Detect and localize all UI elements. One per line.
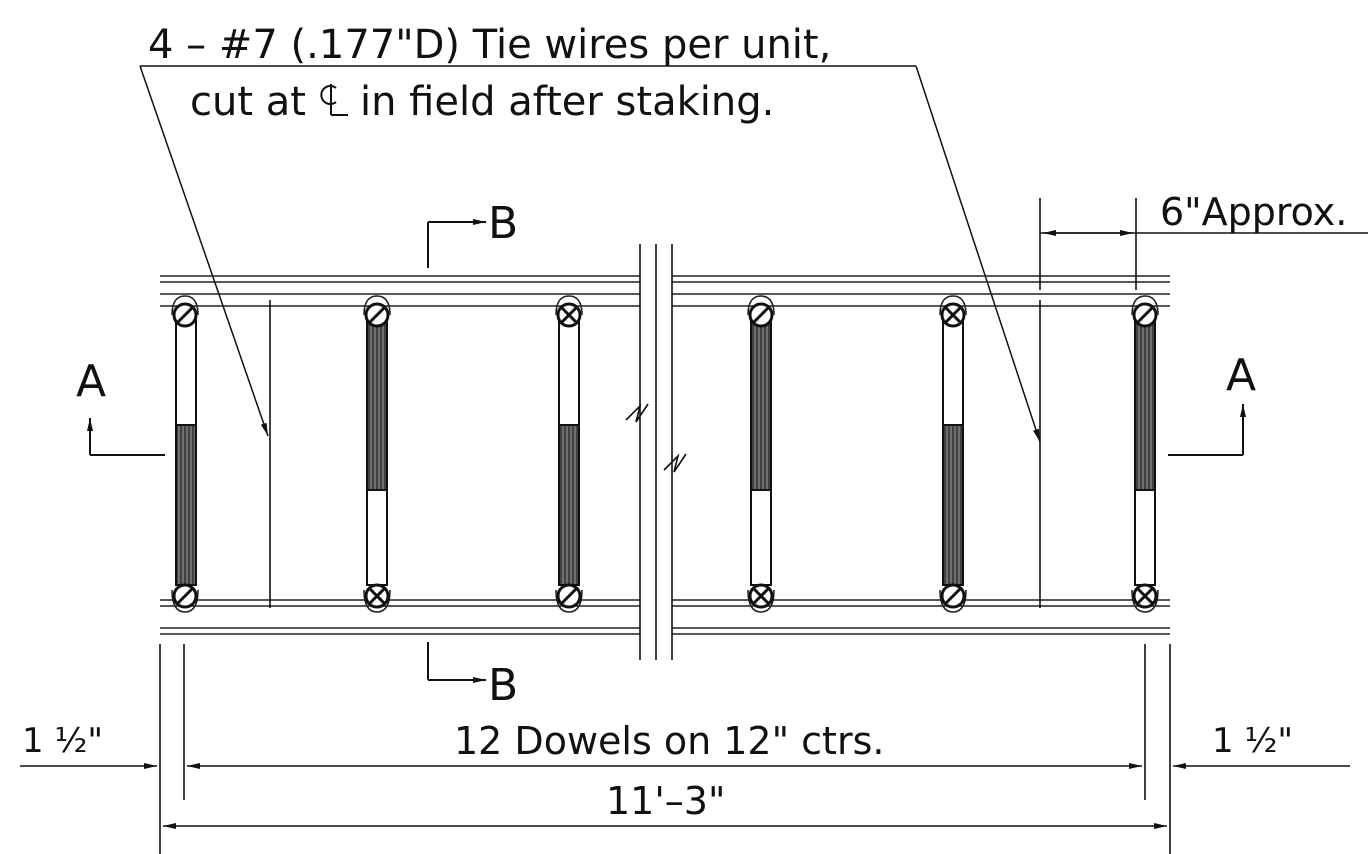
dowel-3 xyxy=(555,295,583,613)
tie-wires xyxy=(269,300,1041,608)
overall-dimension-label: 11'–3" xyxy=(606,779,725,823)
note-line-1: 4 – #7 (.177"D) Tie wires per unit, xyxy=(148,22,831,68)
note-line-2a: cut at xyxy=(190,79,306,125)
dimension-extension-lines xyxy=(159,644,1171,854)
six-inch-dimension xyxy=(1039,198,1368,290)
section-a-right-label: A xyxy=(1226,350,1256,401)
dowel-5 xyxy=(939,295,967,613)
section-a-left-label: A xyxy=(76,356,106,407)
dowel-4 xyxy=(747,295,775,613)
note-leaders xyxy=(139,65,1041,443)
dowel-1 xyxy=(171,295,199,613)
six-inch-label: 6"Approx. xyxy=(1160,190,1347,234)
dowel-2 xyxy=(363,295,391,613)
section-b-top-label: B xyxy=(488,198,518,249)
edge-dimension-left-label: 1 ½" xyxy=(22,721,103,761)
section-a-right xyxy=(1168,404,1246,456)
edge-dimension-right-label: 1 ½" xyxy=(1212,721,1293,761)
centerline-symbol xyxy=(320,84,348,116)
dowel-6 xyxy=(1131,295,1159,613)
section-b-bottom-label: B xyxy=(488,660,518,711)
section-b-top xyxy=(427,219,486,268)
section-a-left xyxy=(87,418,165,456)
section-b-bottom xyxy=(427,642,486,683)
note-line-2b: in field after staking. xyxy=(360,79,774,125)
break-lines xyxy=(625,244,687,660)
dowels-dimension-label: 12 Dowels on 12" ctrs. xyxy=(454,719,884,763)
basket-frame-right xyxy=(672,275,1170,635)
